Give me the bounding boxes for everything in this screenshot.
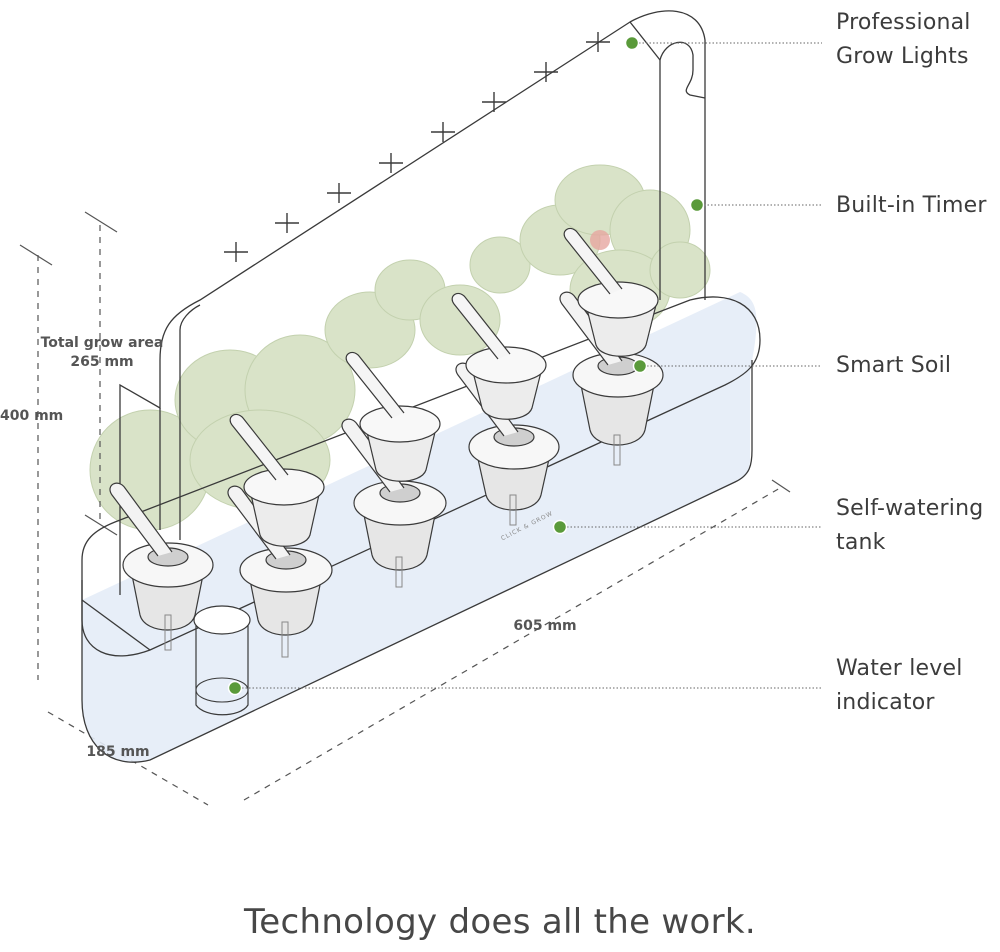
callout-timer: Built-in Timer bbox=[836, 193, 987, 218]
pod bbox=[229, 413, 325, 547]
pod bbox=[109, 482, 214, 631]
grow-area-label: Total grow area 265 mm bbox=[40, 335, 164, 370]
water-indicator-cap bbox=[193, 605, 251, 635]
dimension-lines bbox=[19, 211, 791, 806]
pod bbox=[563, 227, 659, 357]
height-label: 400 mm bbox=[0, 408, 64, 424]
pod bbox=[345, 351, 441, 482]
callout-soil: Smart Soil bbox=[836, 353, 952, 378]
base-unit bbox=[81, 296, 761, 763]
led-markers bbox=[224, 32, 610, 262]
marker-timer bbox=[689, 197, 705, 213]
plant-foliage bbox=[89, 164, 711, 531]
water-indicator-tube bbox=[195, 625, 249, 716]
callout-tank: Self-watering tank bbox=[836, 496, 984, 555]
callout-leaders bbox=[235, 42, 822, 689]
callout-water-level: Water level indicator bbox=[836, 656, 963, 715]
depth-label: 185 mm bbox=[86, 744, 150, 760]
marker-grow-lights bbox=[624, 35, 640, 51]
marker-soil bbox=[632, 358, 648, 374]
pod bbox=[451, 292, 547, 420]
marker-water-level bbox=[227, 680, 243, 696]
plant-pods bbox=[109, 227, 664, 716]
callout-grow-lights: Professional Grow Lights bbox=[836, 10, 971, 69]
pod-wicks bbox=[164, 434, 621, 658]
length-label: 605 mm bbox=[513, 618, 577, 634]
callout-markers bbox=[227, 35, 705, 696]
marker-tank bbox=[552, 519, 568, 535]
tagline: Technology does all the work. bbox=[243, 902, 756, 942]
light-arm bbox=[119, 10, 706, 595]
